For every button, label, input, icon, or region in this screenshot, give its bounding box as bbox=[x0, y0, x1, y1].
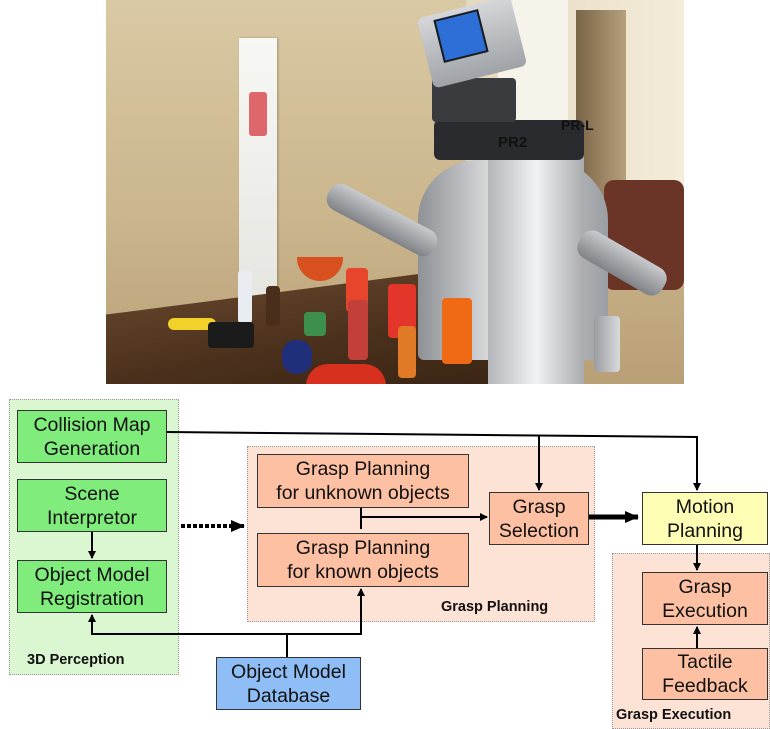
robot-label-prl: PR-L bbox=[561, 117, 594, 133]
box-collision-map-generation: Collision Map Generation bbox=[17, 410, 167, 463]
box-tactile-feedback: Tactile Feedback bbox=[642, 648, 768, 700]
label-grasp-planning: Grasp Planning bbox=[441, 599, 549, 615]
robot-torso bbox=[488, 150, 584, 384]
box-grasp-planning-unknown: Grasp Planning for unknown objects bbox=[257, 454, 469, 508]
label-3d-perception: 3D Perception bbox=[27, 652, 125, 668]
photo-tin bbox=[304, 312, 326, 336]
box-scene-interpreter: Scene Interpretor bbox=[17, 479, 167, 532]
photo-phone bbox=[282, 340, 312, 374]
box-object-model-database: Object Model Database bbox=[216, 657, 361, 710]
robot-label-pr2: PR2 bbox=[498, 134, 528, 151]
box-grasp-selection: Grasp Selection bbox=[489, 492, 589, 545]
photo-bottle bbox=[266, 286, 280, 326]
box-motion-planning: Motion Planning bbox=[642, 492, 768, 545]
photo-stapler bbox=[208, 322, 254, 348]
photo-bowl bbox=[297, 257, 343, 281]
photo-bottle bbox=[348, 300, 368, 360]
photo-cup bbox=[442, 298, 472, 364]
label-grasp-execution: Grasp Execution bbox=[616, 707, 732, 723]
photo-poster bbox=[239, 38, 277, 300]
robot-right-gripper bbox=[594, 316, 620, 372]
photo-banana bbox=[168, 318, 216, 330]
photo-can bbox=[398, 326, 416, 378]
photo-poster-logo bbox=[249, 92, 267, 136]
box-grasp-execution: Grasp Execution bbox=[642, 572, 768, 625]
photo-plate bbox=[306, 364, 386, 384]
box-grasp-planning-known: Grasp Planning for known objects bbox=[257, 533, 469, 587]
robot-photo: PR2 PR-L bbox=[106, 0, 684, 384]
photo-bottle bbox=[238, 270, 252, 324]
box-object-model-registration: Object Model Registration bbox=[17, 560, 167, 613]
robot-shoulder bbox=[434, 120, 584, 160]
